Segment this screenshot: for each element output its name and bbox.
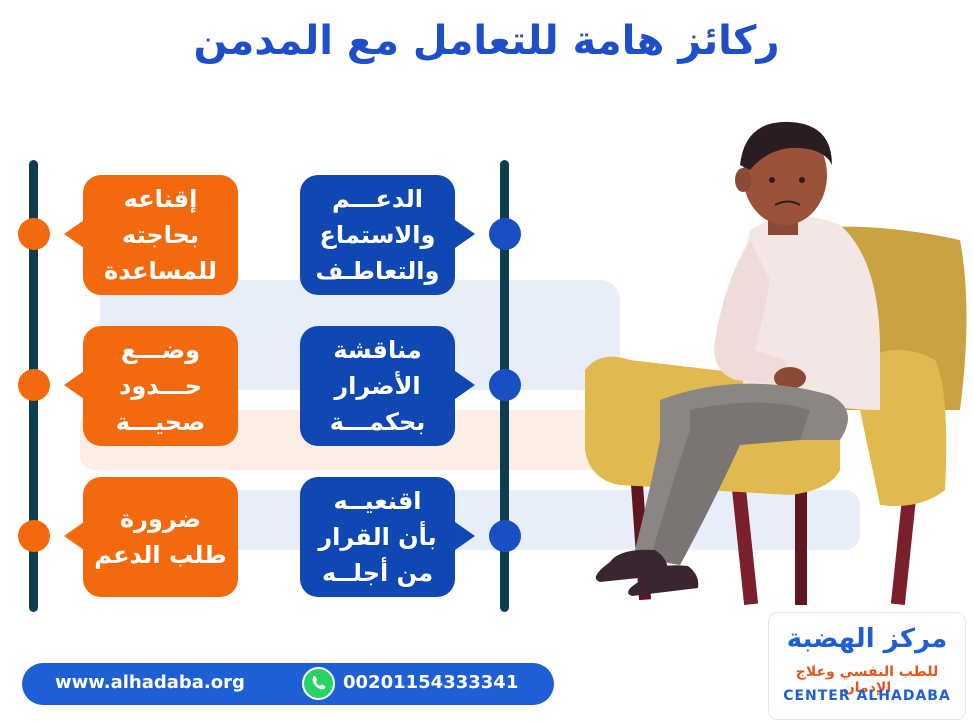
tip-text: الدعـــم والاستماع والتعاطـف (315, 185, 440, 285)
tip-text: وضـــع حـــدود صحيـــة (115, 336, 206, 436)
sad-man-armchair-illustration (585, 121, 967, 605)
website-link[interactable]: www.alhadaba.org (55, 672, 245, 693)
whatsapp-icon (302, 667, 335, 700)
tip-card-support-listening: الدعـــم والاستماع والتعاطـف (300, 175, 455, 295)
card-pointer (455, 522, 475, 550)
right-timeline-dot (489, 218, 521, 250)
tip-card-discuss-harms: مناقشة الأضرار بحكمـــة (300, 326, 455, 446)
card-pointer (455, 371, 475, 399)
card-pointer (64, 371, 84, 399)
tip-text: إقناعه بحاجته للمساعدة (104, 185, 217, 285)
right-timeline-dot (489, 369, 521, 401)
tip-card-convince-help: إقناعه بحاجته للمساعدة (83, 175, 238, 295)
page-title: ركائز هامة للتعامل مع المدمن (193, 18, 780, 64)
tip-card-decision-for-him: اقنعيــه بأن القرار من أجلــه (300, 477, 455, 597)
left-timeline-dot (18, 369, 50, 401)
footer-contact-bar (22, 663, 554, 705)
center-logo (768, 612, 966, 720)
logo-english-name: CENTER ALHADABA (783, 688, 951, 704)
left-timeline-dot (18, 520, 50, 552)
card-pointer (64, 522, 84, 550)
tip-card-healthy-boundaries: وضـــع حـــدود صحيـــة (83, 326, 238, 446)
tip-text: اقنعيــه بأن القرار من أجلــه (318, 487, 437, 587)
right-timeline-dot (489, 520, 521, 552)
logo-name: مركز الهضبة (786, 624, 948, 654)
tip-text: مناقشة الأضرار بحكمـــة (329, 336, 426, 436)
tip-text: ضرورة طلب الدعم (94, 505, 227, 569)
card-pointer (64, 220, 84, 248)
tip-card-seek-support: ضرورة طلب الدعم (83, 477, 238, 597)
card-pointer (455, 220, 475, 248)
phone-number[interactable]: 00201154333341 (343, 672, 519, 693)
logo-subtitle: للطب النفسي وعلاج الإدمان (795, 664, 939, 696)
left-timeline-dot (18, 218, 50, 250)
